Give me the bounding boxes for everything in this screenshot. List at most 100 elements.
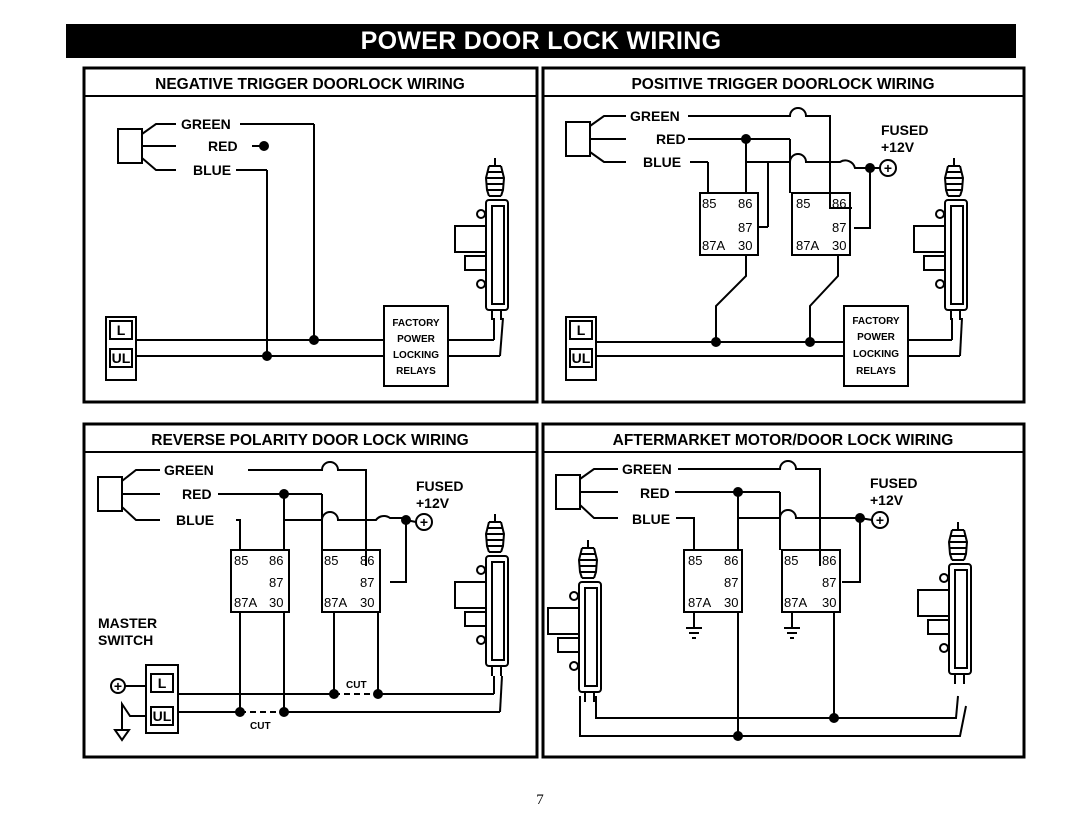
wire-label-red: RED (656, 131, 686, 147)
master-switch (145, 664, 179, 734)
positive-diagram: GREEN RED BLUE FUSED +12V + 85 86 87 87A… (565, 107, 968, 387)
relay-pin: 30 (360, 595, 374, 610)
factory-box-line: LOCKING (853, 349, 899, 360)
relay-pin: 86 (822, 553, 836, 568)
wire-label-red: RED (208, 138, 238, 154)
page-number: 7 (536, 792, 544, 808)
wire-label-blue: BLUE (193, 162, 231, 178)
relay-pin: 30 (724, 595, 738, 610)
harness-connector (565, 121, 591, 157)
fused-label: FUSED (881, 122, 928, 138)
panel-reverse-title: REVERSE POLARITY DOOR LOCK WIRING (151, 432, 469, 449)
aftermarket-diagram: GREEN RED BLUE FUSED +12V + 85 86 87 87A… (547, 460, 972, 741)
relay-pin: 87 (832, 220, 846, 235)
panel-aftermarket-frame: AFTERMARKET MOTOR/DOOR LOCK WIRING (541, 422, 1026, 759)
relay-pin: 86 (724, 553, 738, 568)
relay-pin: 87 (360, 575, 374, 590)
relay-pin: 86 (738, 196, 752, 211)
panel-negative-frame: NEGATIVE TRIGGER DOORLOCK WIRING (82, 66, 539, 404)
wire-label-green: GREEN (630, 108, 680, 124)
relay-pin: 86 (832, 196, 846, 211)
relay-2 (781, 549, 841, 613)
panel-positive-frame: POSITIVE TRIGGER DOORLOCK WIRING (541, 66, 1026, 404)
page-title: POWER DOOR LOCK WIRING (66, 24, 1016, 58)
wire-label-blue: BLUE (176, 512, 214, 528)
factory-relays-box (383, 305, 449, 387)
switch-label-lock: L (158, 675, 167, 691)
master-switch-label: SWITCH (98, 632, 153, 648)
factory-box-line: POWER (857, 332, 896, 343)
wire-label-red: RED (640, 485, 670, 501)
fused-label: +12V (881, 139, 915, 155)
factory-box-line: POWER (397, 334, 436, 345)
relay-2 (321, 549, 381, 613)
relay-2 (791, 192, 851, 256)
relay-1 (699, 192, 759, 256)
door-lock-actuator-right (917, 521, 972, 685)
wire-label-blue: BLUE (632, 511, 670, 527)
factory-box-line: LOCKING (393, 350, 439, 361)
fused-label: +12V (416, 495, 450, 511)
harness-connector (117, 128, 143, 164)
switch-label-lock: L (577, 322, 586, 338)
cut-label: CUT (250, 721, 271, 732)
relay-pin: 87 (724, 575, 738, 590)
door-lock-actuator (913, 157, 968, 321)
negative-diagram: GREEN RED BLUE L UL FACTORY POWER LOCKIN… (105, 116, 509, 387)
master-switch-label: MASTER (98, 615, 157, 631)
plus-icon: + (876, 512, 884, 528)
lock-switch (565, 316, 597, 381)
ground-icon (784, 612, 800, 639)
fused-label: +12V (870, 492, 904, 508)
relay-pin: 87A (688, 595, 711, 610)
switch-label-unlock: UL (112, 350, 131, 366)
harness-connector (97, 476, 123, 512)
relay-pin: 87 (822, 575, 836, 590)
relay-pin: 85 (796, 196, 810, 211)
relay-pin: 87A (796, 238, 819, 253)
factory-box-line: RELAYS (856, 366, 896, 377)
relay-pin: 86 (269, 553, 283, 568)
door-lock-actuator-left (547, 539, 602, 703)
relay-pin: 87 (269, 575, 283, 590)
harness-connector (555, 474, 581, 510)
door-lock-actuator (454, 157, 509, 321)
relay-pin: 87A (324, 595, 347, 610)
relay-pin: 30 (269, 595, 283, 610)
plus-icon: + (420, 514, 428, 530)
relay-pin: 85 (702, 196, 716, 211)
reverse-diagram: GREEN RED BLUE FUSED +12V + 85 86 87 87A… (97, 461, 509, 742)
relay-pin: 86 (360, 553, 374, 568)
relay-pin: 87A (702, 238, 725, 253)
factory-relays-box (843, 305, 909, 387)
wire-label-green: GREEN (181, 116, 231, 132)
factory-box-line: RELAYS (396, 366, 436, 377)
lock-switch (105, 316, 137, 381)
panel-positive-title: POSITIVE TRIGGER DOORLOCK WIRING (631, 76, 934, 93)
panel-aftermarket-title: AFTERMARKET MOTOR/DOOR LOCK WIRING (613, 432, 954, 449)
switch-label-unlock: UL (153, 708, 172, 724)
relay-pin: 87A (234, 595, 257, 610)
door-lock-actuator (454, 513, 509, 677)
wire-label-red: RED (182, 486, 212, 502)
fused-label: FUSED (416, 478, 463, 494)
relay-pin: 87A (784, 595, 807, 610)
fused-label: FUSED (870, 475, 917, 491)
panel-negative-title: NEGATIVE TRIGGER DOORLOCK WIRING (155, 76, 465, 93)
cut-label: CUT (346, 680, 367, 691)
plus-icon: + (114, 678, 122, 694)
relay-pin: 30 (738, 238, 752, 253)
relay-1 (230, 549, 290, 613)
relay-pin: 85 (688, 553, 702, 568)
ground-icon (113, 729, 131, 742)
plus-icon: + (884, 160, 892, 176)
wire-label-green: GREEN (622, 461, 672, 477)
wire-label-green: GREEN (164, 462, 214, 478)
relay-pin: 85 (324, 553, 338, 568)
switch-label-unlock: UL (572, 350, 591, 366)
relay-pin: 30 (832, 238, 846, 253)
factory-box-line: FACTORY (852, 316, 900, 327)
relay-pin: 85 (784, 553, 798, 568)
panel-reverse-frame: REVERSE POLARITY DOOR LOCK WIRING (82, 422, 539, 759)
